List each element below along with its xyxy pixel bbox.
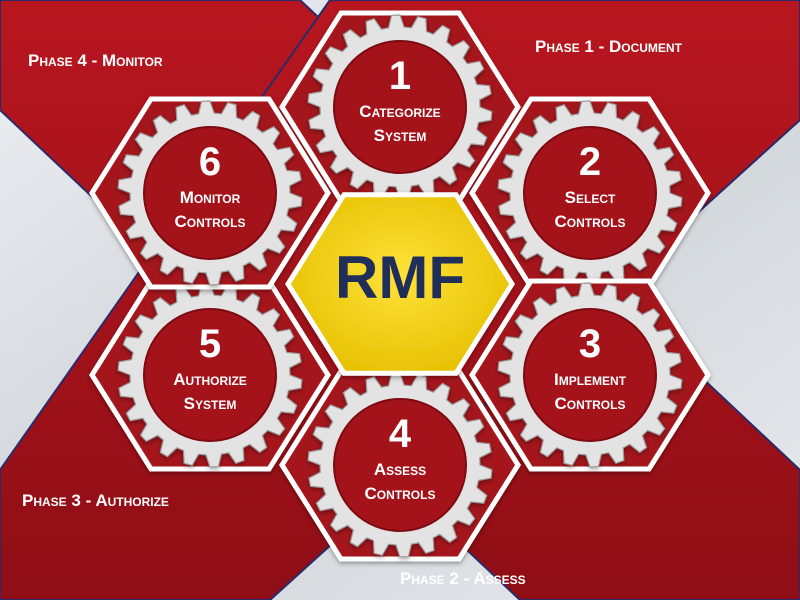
step-label-line1: Implement <box>554 370 627 389</box>
phase-3-label: Phase 3 - Authorize <box>22 491 169 510</box>
phase-1-label: Phase 1 - Document <box>535 37 683 56</box>
center-label: RMF <box>335 244 465 311</box>
step-label-line2: Controls <box>555 394 626 413</box>
center-hexagon: RMF <box>285 192 515 376</box>
step-hexagons: 1CategorizeSystem2SelectControls3Impleme… <box>89 10 711 562</box>
step-number: 6 <box>199 140 221 184</box>
step-number: 2 <box>579 140 601 184</box>
gear-center-disc <box>333 398 467 532</box>
step-label-line1: Categorize <box>359 102 440 121</box>
phase-4-label: Phase 4 - Monitor <box>28 51 163 70</box>
step-number: 1 <box>389 54 411 98</box>
step-label-line1: Monitor <box>180 188 241 207</box>
step-label-line2: System <box>374 126 427 145</box>
gear-center-disc <box>143 126 277 260</box>
step-number: 4 <box>389 412 412 456</box>
step-label-line1: Select <box>565 188 616 207</box>
gear-center-disc <box>333 40 467 174</box>
phase-2-label: Phase 2 - Assess <box>400 569 526 588</box>
gear-center-disc <box>523 308 657 442</box>
step-label-line2: System <box>184 394 237 413</box>
step-number: 3 <box>579 322 601 366</box>
gear-center-disc <box>523 126 657 260</box>
step-label-line2: Controls <box>555 212 626 231</box>
step-label-line1: Assess <box>374 460 426 479</box>
step-label-line1: Authorize <box>173 370 247 389</box>
step-label-line2: Controls <box>365 484 436 503</box>
step-number: 5 <box>199 322 221 366</box>
gear-center-disc <box>143 308 277 442</box>
center-hex-shape <box>285 192 515 376</box>
step-label-line2: Controls <box>175 212 246 231</box>
